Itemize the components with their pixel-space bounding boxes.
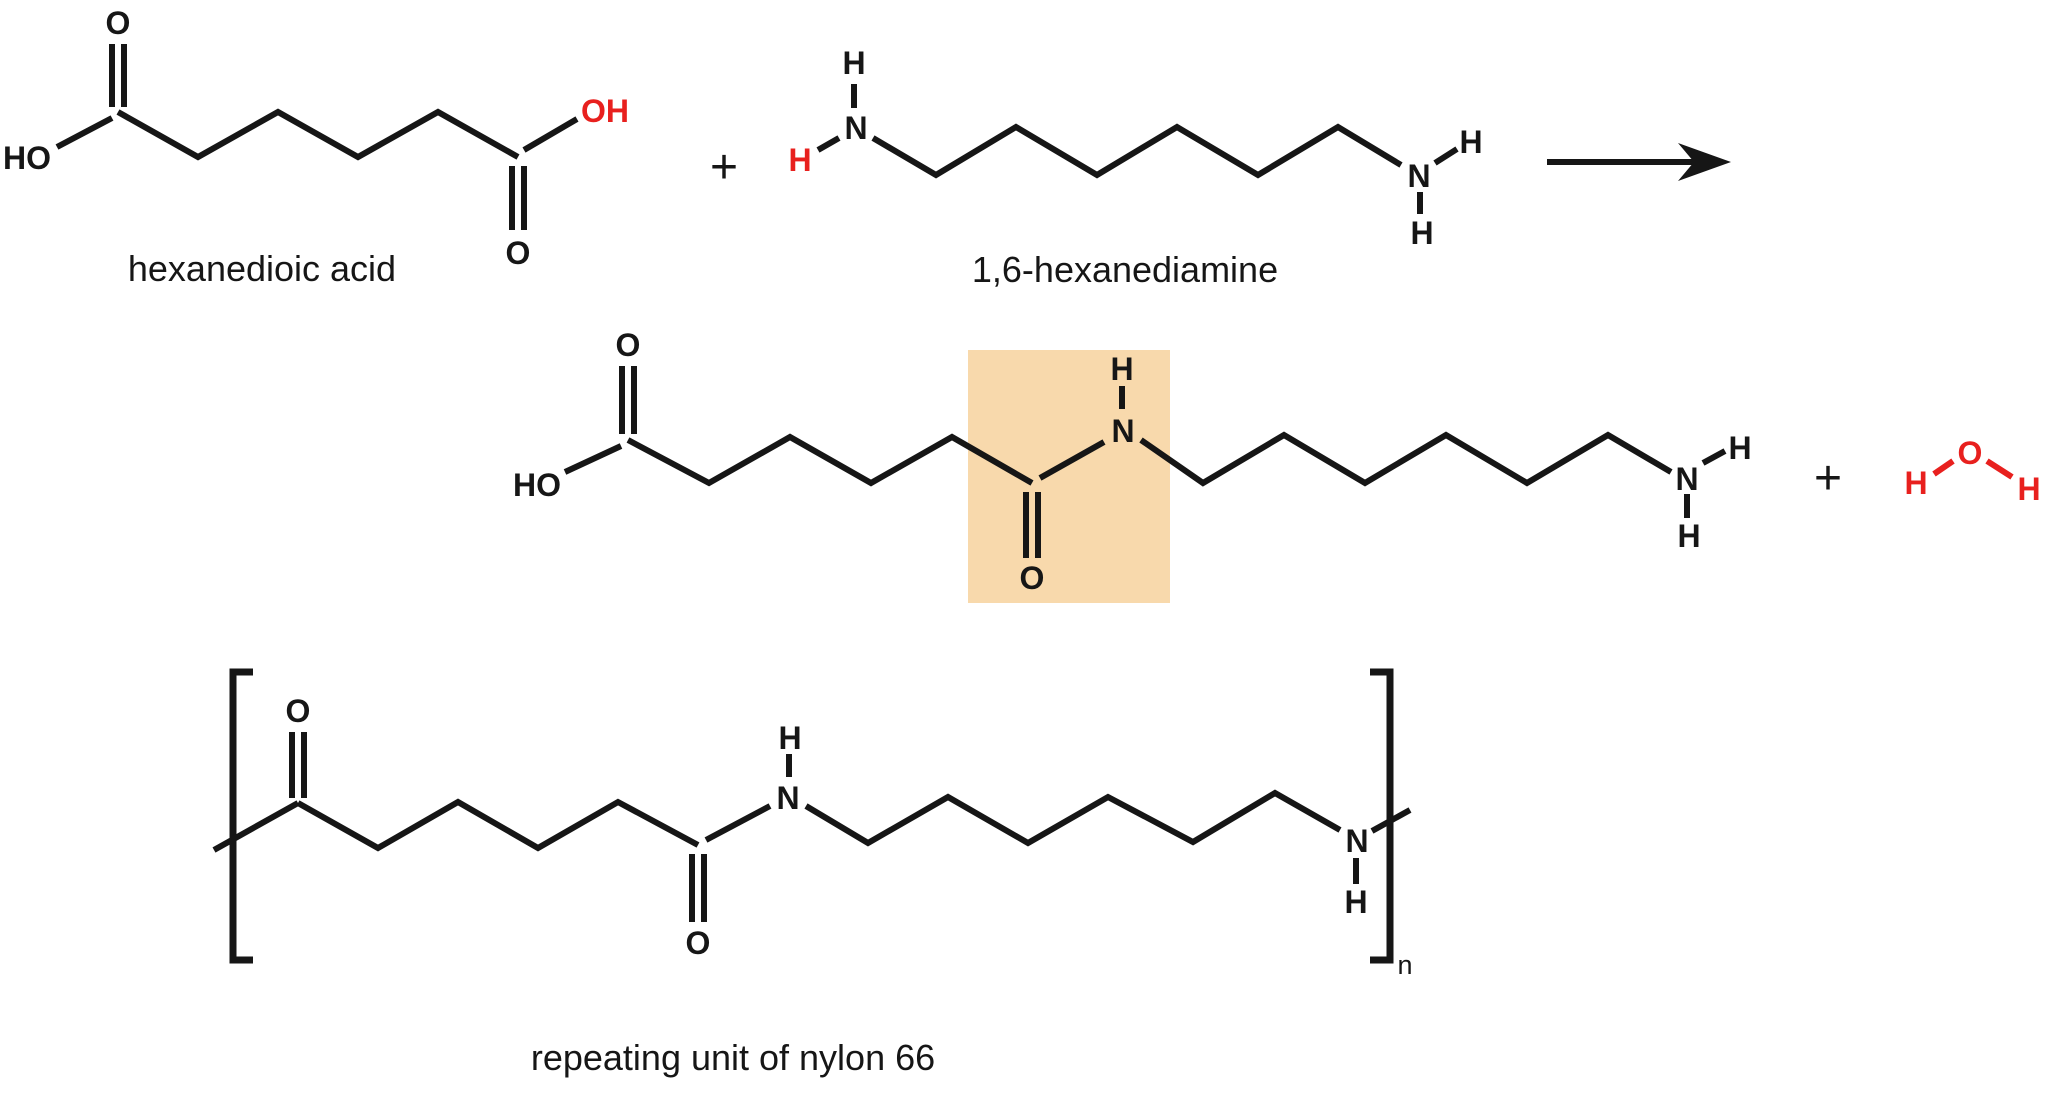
atom-oh-red-label: OH xyxy=(581,93,629,129)
molecule-name-hexanedioic-acid: hexanedioic acid xyxy=(128,248,396,289)
atom-hydrogen-label: H xyxy=(1728,430,1751,466)
left-bracket xyxy=(229,668,253,964)
atom-hydrogen-red-label: H xyxy=(788,142,811,178)
molecule-hexanedioic-acid: HO O OH O hexanedioic acid xyxy=(3,5,629,289)
molecule-nylon-repeating-unit: O O N H N H n repeating unit of nylon 66 xyxy=(212,668,1413,1078)
atom-oxygen-red-label: O xyxy=(1958,435,1983,471)
atom-nitrogen-label: N xyxy=(1675,461,1698,497)
atom-oxygen-label: O xyxy=(106,5,131,41)
molecule-hexanediamine: H N H N H H 1,6-hexanediamine xyxy=(788,45,1482,290)
atom-nitrogen-label: N xyxy=(1345,823,1368,859)
atom-hydrogen-label: H xyxy=(1459,124,1482,160)
atom-hydrogen-red-label: H xyxy=(2017,471,2040,507)
right-bracket xyxy=(1370,668,1394,964)
skeleton-bonds xyxy=(563,366,1727,558)
atom-ho-label: HO xyxy=(3,140,51,176)
skeleton-bonds xyxy=(816,84,1459,214)
atom-nitrogen-label: N xyxy=(776,780,799,816)
atom-hydrogen-label: H xyxy=(778,720,801,756)
atom-nitrogen-label: N xyxy=(1111,413,1134,449)
molecule-name-hexanediamine: 1,6-hexanediamine xyxy=(972,249,1278,290)
atom-nitrogen-label: N xyxy=(1407,158,1430,194)
reaction-arrow xyxy=(1547,143,1731,181)
repeat-subscript-n: n xyxy=(1397,950,1412,980)
atom-hydrogen-label: H xyxy=(842,45,865,81)
skeleton-bonds xyxy=(55,44,579,230)
atom-hydrogen-label: H xyxy=(1410,215,1433,251)
atom-oxygen-label: O xyxy=(616,327,641,363)
atom-hydrogen-label: H xyxy=(1677,518,1700,554)
atom-hydrogen-label: H xyxy=(1110,351,1133,387)
atom-oxygen-label: O xyxy=(686,925,711,961)
atom-oxygen-label: O xyxy=(286,693,311,729)
atom-ho-label: HO xyxy=(513,467,561,503)
arrowhead-icon xyxy=(1678,143,1731,181)
skeleton-bonds xyxy=(212,732,1412,922)
skeleton-bonds xyxy=(1932,458,2014,480)
atom-oxygen-label: O xyxy=(506,235,531,271)
atom-nitrogen-label: N xyxy=(844,110,867,146)
plus-operator-products: + xyxy=(1814,452,1842,505)
atom-oxygen-label: O xyxy=(1020,560,1045,596)
atom-hydrogen-red-label: H xyxy=(1904,465,1927,501)
molecule-water: H O H xyxy=(1904,435,2040,507)
amide-bond-highlight xyxy=(968,350,1170,603)
molecule-name-nylon-66: repeating unit of nylon 66 xyxy=(531,1037,935,1078)
molecule-amide-product: HO O O N H N H H xyxy=(513,327,1752,603)
atom-hydrogen-label: H xyxy=(1344,884,1367,920)
plus-operator-reactants: + xyxy=(710,141,738,194)
